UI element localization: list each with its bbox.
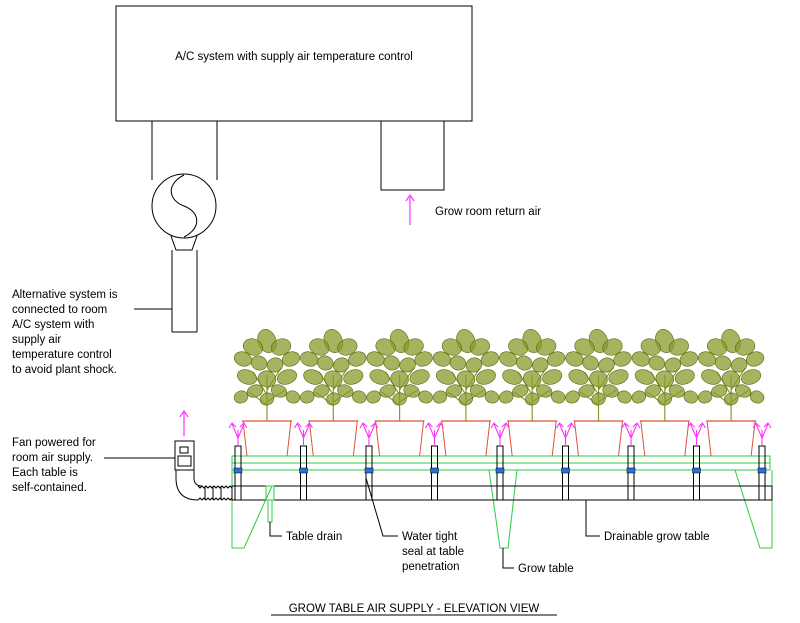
alternative-note-line: temperature control <box>12 349 112 361</box>
callouts: Table drain Water tight seal at table pe… <box>269 477 709 575</box>
riser-seal <box>561 467 570 474</box>
plant <box>697 329 765 457</box>
alternative-note-line: supply air <box>12 334 61 346</box>
alternative-note-line: A/C system with <box>12 319 94 331</box>
fan-note-line: Each table is <box>12 467 78 479</box>
plant-pot <box>640 420 690 457</box>
air-riser <box>490 422 510 501</box>
title-text: GROW TABLE AIR SUPPLY - ELEVATION VIEW <box>289 603 540 615</box>
riser-seal <box>233 467 243 474</box>
table-fan <box>174 409 233 501</box>
fan-airflow-arrow <box>179 409 189 436</box>
air-riser <box>425 422 444 501</box>
air-tube <box>231 485 773 501</box>
airflow-arrow <box>556 422 575 446</box>
return-air-label: Grow room return air <box>435 206 541 218</box>
seal-label-line: Water tight <box>402 531 458 543</box>
diagram-title: GROW TABLE AIR SUPPLY - ELEVATION VIEW <box>271 603 557 616</box>
return-duct: Grow room return air <box>380 121 541 225</box>
airflow-arrow <box>228 422 248 446</box>
airflow-arrow <box>687 422 706 446</box>
seal-label-line: seal at table <box>402 546 464 558</box>
ac-system: A/C system with supply air temperature c… <box>115 5 473 122</box>
airflow-arrow <box>621 422 641 446</box>
fan-note-line: Fan powered for <box>12 437 96 449</box>
plant <box>565 329 632 457</box>
air-riser <box>359 422 379 501</box>
table-drain-label: Table drain <box>286 531 342 543</box>
riser-seal <box>299 467 308 474</box>
air-riser <box>621 422 641 501</box>
plant <box>233 329 301 457</box>
grow-table-label: Grow table <box>518 563 574 575</box>
risers <box>228 422 772 501</box>
alternative-note: Alternative system is connected to room … <box>12 289 172 376</box>
ac-system-box <box>115 5 473 122</box>
plant <box>432 329 500 457</box>
alternative-note-line: connected to room <box>12 304 107 316</box>
airflow-arrow <box>425 422 444 446</box>
plant <box>631 329 698 457</box>
drainable-table-label: Drainable grow table <box>604 531 709 543</box>
plant-pot <box>507 420 557 457</box>
plant-pot <box>573 420 624 457</box>
ac-system-label: A/C system with supply air temperature c… <box>175 51 413 63</box>
plant-pot <box>375 420 425 457</box>
seal-label-line: penetration <box>402 561 460 573</box>
fan-note-line: self-contained. <box>12 482 87 494</box>
riser-seal <box>430 467 439 474</box>
plant <box>300 329 367 457</box>
plant-pot <box>308 420 358 457</box>
fan-note-line: room air supply. <box>12 452 93 464</box>
return-airflow-arrow <box>405 193 415 225</box>
airflow-arrow <box>359 422 379 446</box>
seal-leader <box>365 477 398 537</box>
fan-icon <box>151 173 217 239</box>
plant <box>366 329 433 457</box>
air-riser <box>752 422 772 501</box>
air-riser <box>556 422 575 501</box>
supply-duct <box>151 121 218 333</box>
riser-seal <box>364 467 374 474</box>
table-drain-leader <box>269 522 282 537</box>
riser-seal <box>626 467 636 474</box>
alternative-note-line: Alternative system is <box>12 289 118 301</box>
alternative-note-line: to avoid plant shock. <box>12 364 117 376</box>
drainable-table-leader <box>585 500 600 537</box>
airflow-arrow <box>490 422 510 446</box>
plant-pot <box>242 420 292 457</box>
fan-note: Fan powered for room air supply. Each ta… <box>12 437 175 494</box>
grow-table-leader <box>502 548 514 569</box>
plant-pot <box>706 420 756 457</box>
airflow-arrow <box>294 422 313 446</box>
air-riser <box>228 422 248 501</box>
plant-pot <box>441 420 491 457</box>
plants <box>233 329 765 457</box>
air-riser <box>294 422 313 501</box>
riser-seal <box>692 467 701 474</box>
plant <box>499 329 566 457</box>
air-riser <box>687 422 706 501</box>
riser-seal <box>495 467 505 474</box>
riser-seal <box>757 467 767 474</box>
airflow-arrow <box>752 422 772 446</box>
